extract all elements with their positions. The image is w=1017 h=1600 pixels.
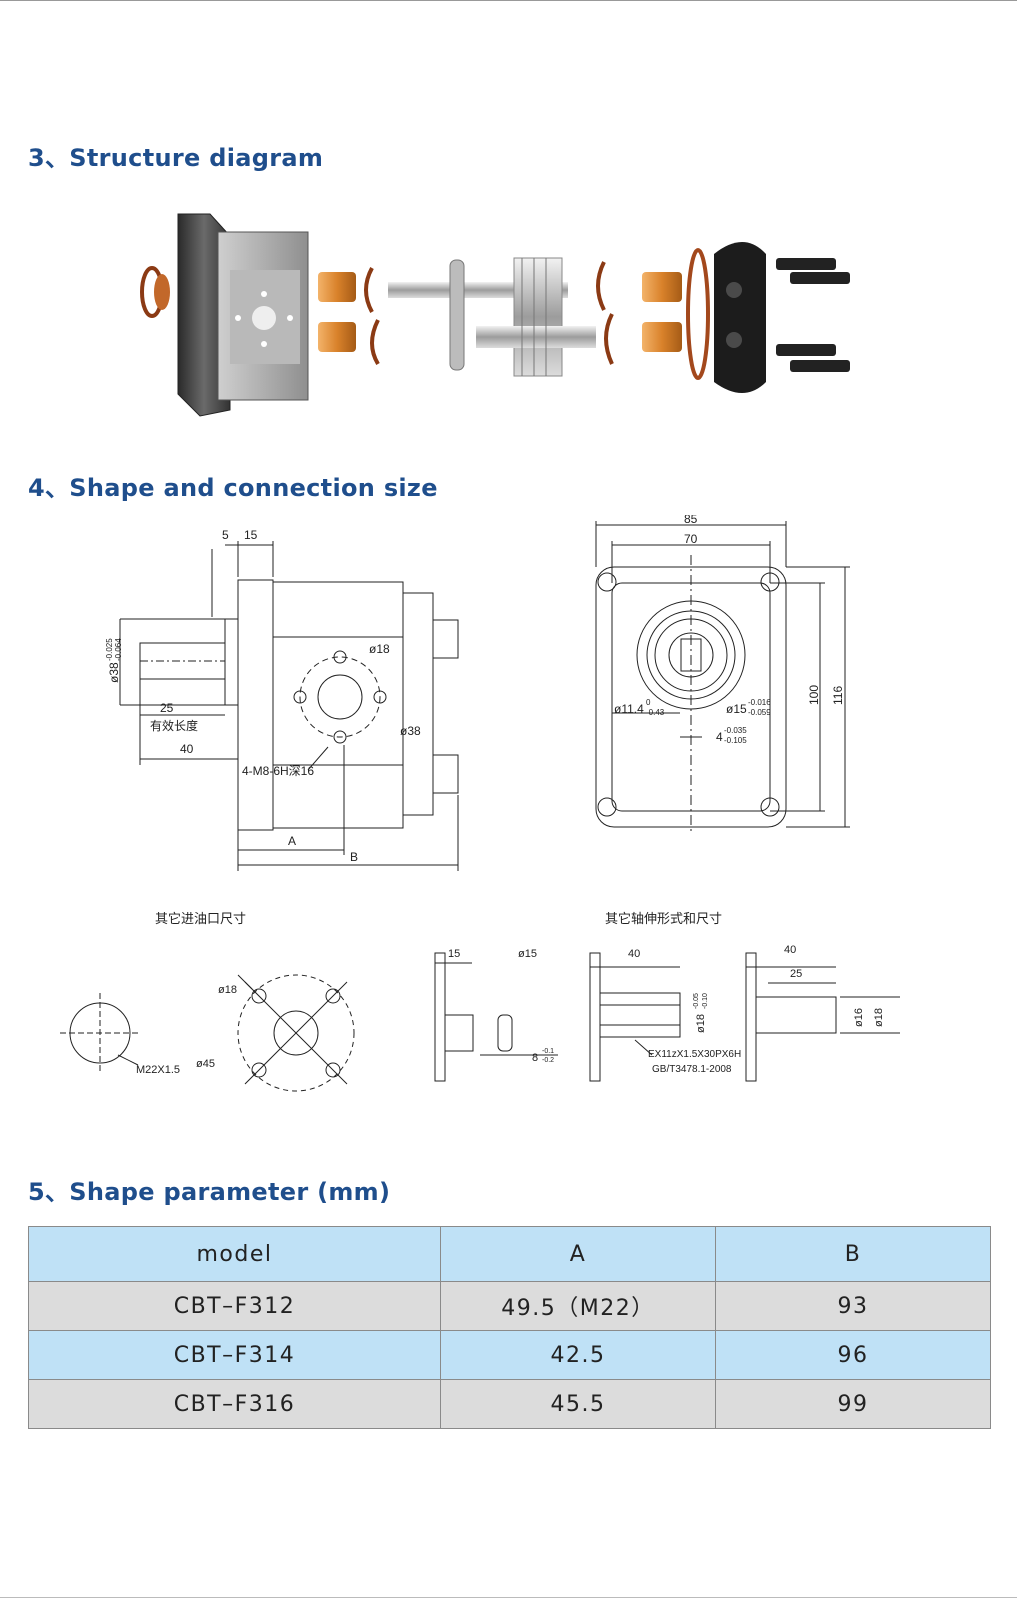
top-rule: [0, 0, 1017, 1]
hole-dia: ø18: [218, 984, 237, 996]
shaft-dia-tol-upper: -0.016: [748, 698, 771, 707]
other-shafts-label: 其它轴伸形式和尺寸: [605, 911, 722, 926]
flange-port-variant: [237, 974, 355, 1092]
spline-length: 40: [628, 948, 640, 960]
shape-parameter-table: model A B CBT–F312 49.5（M22） 93 CBT–F314…: [28, 1226, 991, 1429]
flat-tol-upper: -0.1: [542, 1048, 554, 1055]
cell-b: 99: [715, 1379, 991, 1429]
table-row: CBT–F314 42.5 96: [28, 1330, 991, 1380]
front-height-inner: 100: [807, 685, 821, 705]
cell-b: 96: [715, 1330, 991, 1380]
dim-b: B: [350, 850, 358, 864]
cell-model: CBT–F314: [28, 1330, 441, 1380]
table-row: CBT–F316 45.5 99: [28, 1379, 991, 1429]
effective-length-label: 有效长度: [150, 718, 198, 733]
flat-tol-lower: -0.2: [542, 1057, 554, 1064]
flat-tol: 8: [532, 1052, 538, 1064]
straight-dia-small: ø16: [853, 1008, 865, 1027]
key-width-tol-upper: 0: [646, 698, 651, 707]
dim-a: A: [288, 834, 296, 848]
rear-bushings: [596, 248, 710, 380]
cell-model: CBT–F312: [28, 1281, 441, 1331]
dim-15: 15: [244, 528, 258, 542]
bottom-rule: [0, 1597, 1017, 1598]
front-view: [595, 521, 850, 835]
shaft-tol-lower: -0.064: [114, 638, 123, 661]
thread-note: 4-M8-6H深16: [242, 764, 314, 778]
connection-size-title: 4、Shape and connection size: [28, 474, 438, 502]
key-width: ø11.4: [614, 702, 644, 716]
flat-length: 15: [448, 948, 460, 960]
shaft-dia-front: ø15: [726, 702, 747, 716]
spline-standard: GB/T3478.1-2008: [652, 1064, 732, 1075]
table-row: CBT–F312 49.5（M22） 93: [28, 1281, 991, 1331]
cell-a: 42.5: [440, 1330, 716, 1380]
spline-shaft-variant: [589, 952, 681, 1082]
front-cover-housing: [177, 213, 309, 417]
side-view: [119, 541, 459, 871]
variant-drawings: 其它进油口尺寸 其它轴伸形式和尺寸 M22X1.5 ø18 ø45: [60, 911, 900, 1092]
structure-diagram-title: 3、Structure diagram: [28, 144, 324, 172]
exploded-pump-illustration: [140, 213, 850, 417]
straight-length: 40: [784, 944, 796, 956]
front-height-outer: 116: [831, 686, 845, 705]
dim-25: 25: [160, 701, 174, 715]
dim-40: 40: [180, 742, 194, 756]
flat-key-shaft-variant: [434, 952, 558, 1082]
shape-parameter-title: 5、Shape parameter (mm): [28, 1178, 391, 1206]
key-tol-upper: -0.035: [724, 726, 747, 735]
front-ring: [140, 266, 170, 318]
front-width-inner: 70: [684, 532, 698, 546]
straight-dia-large: ø18: [873, 1008, 885, 1027]
cell-b: 93: [715, 1281, 991, 1331]
cell-a: 45.5: [440, 1379, 716, 1429]
header-b: B: [715, 1226, 991, 1282]
header-model: model: [28, 1226, 441, 1282]
front-width-outer: 85: [684, 515, 698, 526]
spline-dia: ø18: [695, 1014, 707, 1033]
front-bushings: [318, 267, 380, 366]
header-a: A: [440, 1226, 716, 1282]
shaft-tol-upper: -0.025: [105, 638, 114, 661]
pcd-dia: ø45: [196, 1058, 215, 1070]
key-size: 4: [716, 730, 723, 744]
key-width-tol-lower: -0.43: [646, 708, 665, 717]
port-large-dia: ø38: [400, 724, 421, 738]
shaft-dia: ø38: [107, 662, 121, 683]
port-small-dia: ø18: [369, 642, 390, 656]
dimension-drawing: 5 15 25 有效长度 40 A B ø18 ø38 4-M8-6H深16 ø…: [105, 515, 850, 871]
flat-dia: ø15: [518, 948, 537, 960]
other-ports-label: 其它进油口尺寸: [155, 911, 246, 926]
table-header-row: model A B: [28, 1226, 991, 1282]
straight-step: 25: [790, 968, 802, 980]
dim-5: 5: [222, 528, 229, 542]
gear-shafts: [388, 257, 596, 377]
straight-shaft-variant: [745, 952, 900, 1082]
spline-tol-upper: -0.05: [693, 993, 700, 1009]
cell-a: 49.5（M22）: [440, 1281, 716, 1331]
spline-tol-lower: -0.10: [702, 993, 709, 1009]
rear-cover: [714, 242, 766, 393]
shaft-dia-tol-lower: -0.059: [748, 708, 771, 717]
bolts: [776, 258, 850, 372]
thread-size: M22X1.5: [136, 1064, 180, 1076]
threaded-port-variant: [60, 993, 140, 1073]
cell-model: CBT–F316: [28, 1379, 441, 1429]
spline-spec: EX11zX1.5X30PX6H: [648, 1049, 741, 1060]
key-tol-lower: -0.105: [724, 736, 747, 745]
